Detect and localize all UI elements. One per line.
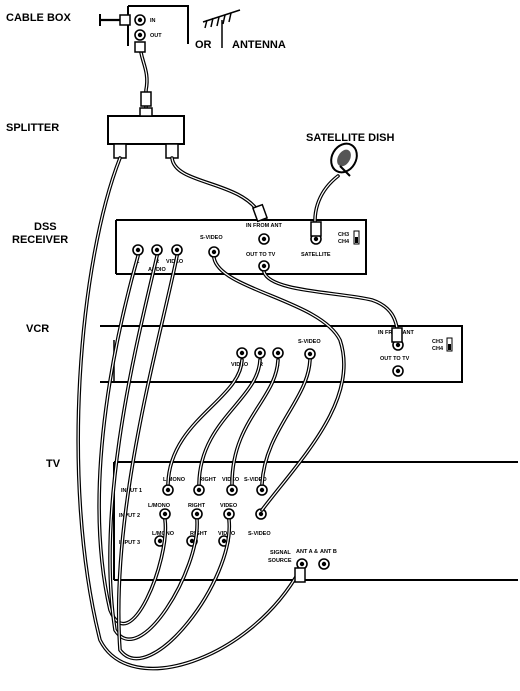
tv-right3-label: RIGHT [190,531,208,537]
tv-input3-label: INPUT 3 [119,540,140,546]
tv-input2-label: INPUT 2 [119,513,140,519]
tv-ant-b-label: ANT B [320,549,337,555]
tv-input1-label: INPUT 1 [121,488,142,494]
vcr-ch4-label: CH4 [432,346,444,352]
plugs [251,203,403,583]
tv-l-mono3-label: L/MONO [152,531,175,537]
dss-out-to-tv-label: OUT TO TV [246,252,276,258]
satellite-dish-icon [330,142,358,177]
vcr-out-to-tv-label: OUT TO TV [380,356,410,362]
tv-right2-label: RIGHT [188,503,206,509]
dss-in-from-ant-label: IN FROM ANT [246,223,282,229]
dss-ch3-label: CH3 [338,232,349,238]
satellite-dish-label: SATELLITE DISH [306,132,394,144]
splitter [107,107,185,159]
or-label: OR [195,39,212,51]
vcr-s-video-label: S-VIDEO [298,339,321,345]
cable-box-label: CABLE BOX [6,12,71,24]
tv-s-video-label: S-VIDEO [244,477,267,483]
dss-label-line1: DSS [34,221,57,233]
tv-ant-a-label: ANT A [296,549,313,555]
antenna-icon [202,9,241,48]
tv-s-video3-label: S-VIDEO [248,531,271,537]
antenna-label: ANTENNA [232,39,286,51]
dss-s-video-label: S-VIDEO [200,235,223,241]
vcr-label: VCR [26,323,49,335]
cable-box-in-label: IN [150,18,156,24]
dss-satellite-label: SATELLITE [301,252,331,258]
cable-box: IN OUT [99,5,189,46]
splitter-label: SPLITTER [6,122,59,134]
tv-video2-label: VIDEO [220,503,238,509]
dss-ch4-label: CH4 [338,239,350,245]
dss-label-line2: RECEIVER [12,234,68,246]
dss-audio-label: AUDIO [148,267,166,273]
tv-l-mono2-label: L/MONO [148,503,171,509]
tv-source-label: SOURCE [268,558,292,564]
dss-receiver [115,219,367,275]
vcr-ch3-label: CH3 [432,339,443,345]
cable-box-out-label: OUT [150,33,162,39]
tv-signal-label: SIGNAL [270,550,291,556]
tv-amp-label: & [314,549,318,555]
tv-l-mono-label: L/MONO [163,477,186,483]
tv-label: TV [46,458,61,470]
tv-right-label: RIGHT [199,477,217,483]
tv-video3-label: VIDEO [218,531,236,537]
